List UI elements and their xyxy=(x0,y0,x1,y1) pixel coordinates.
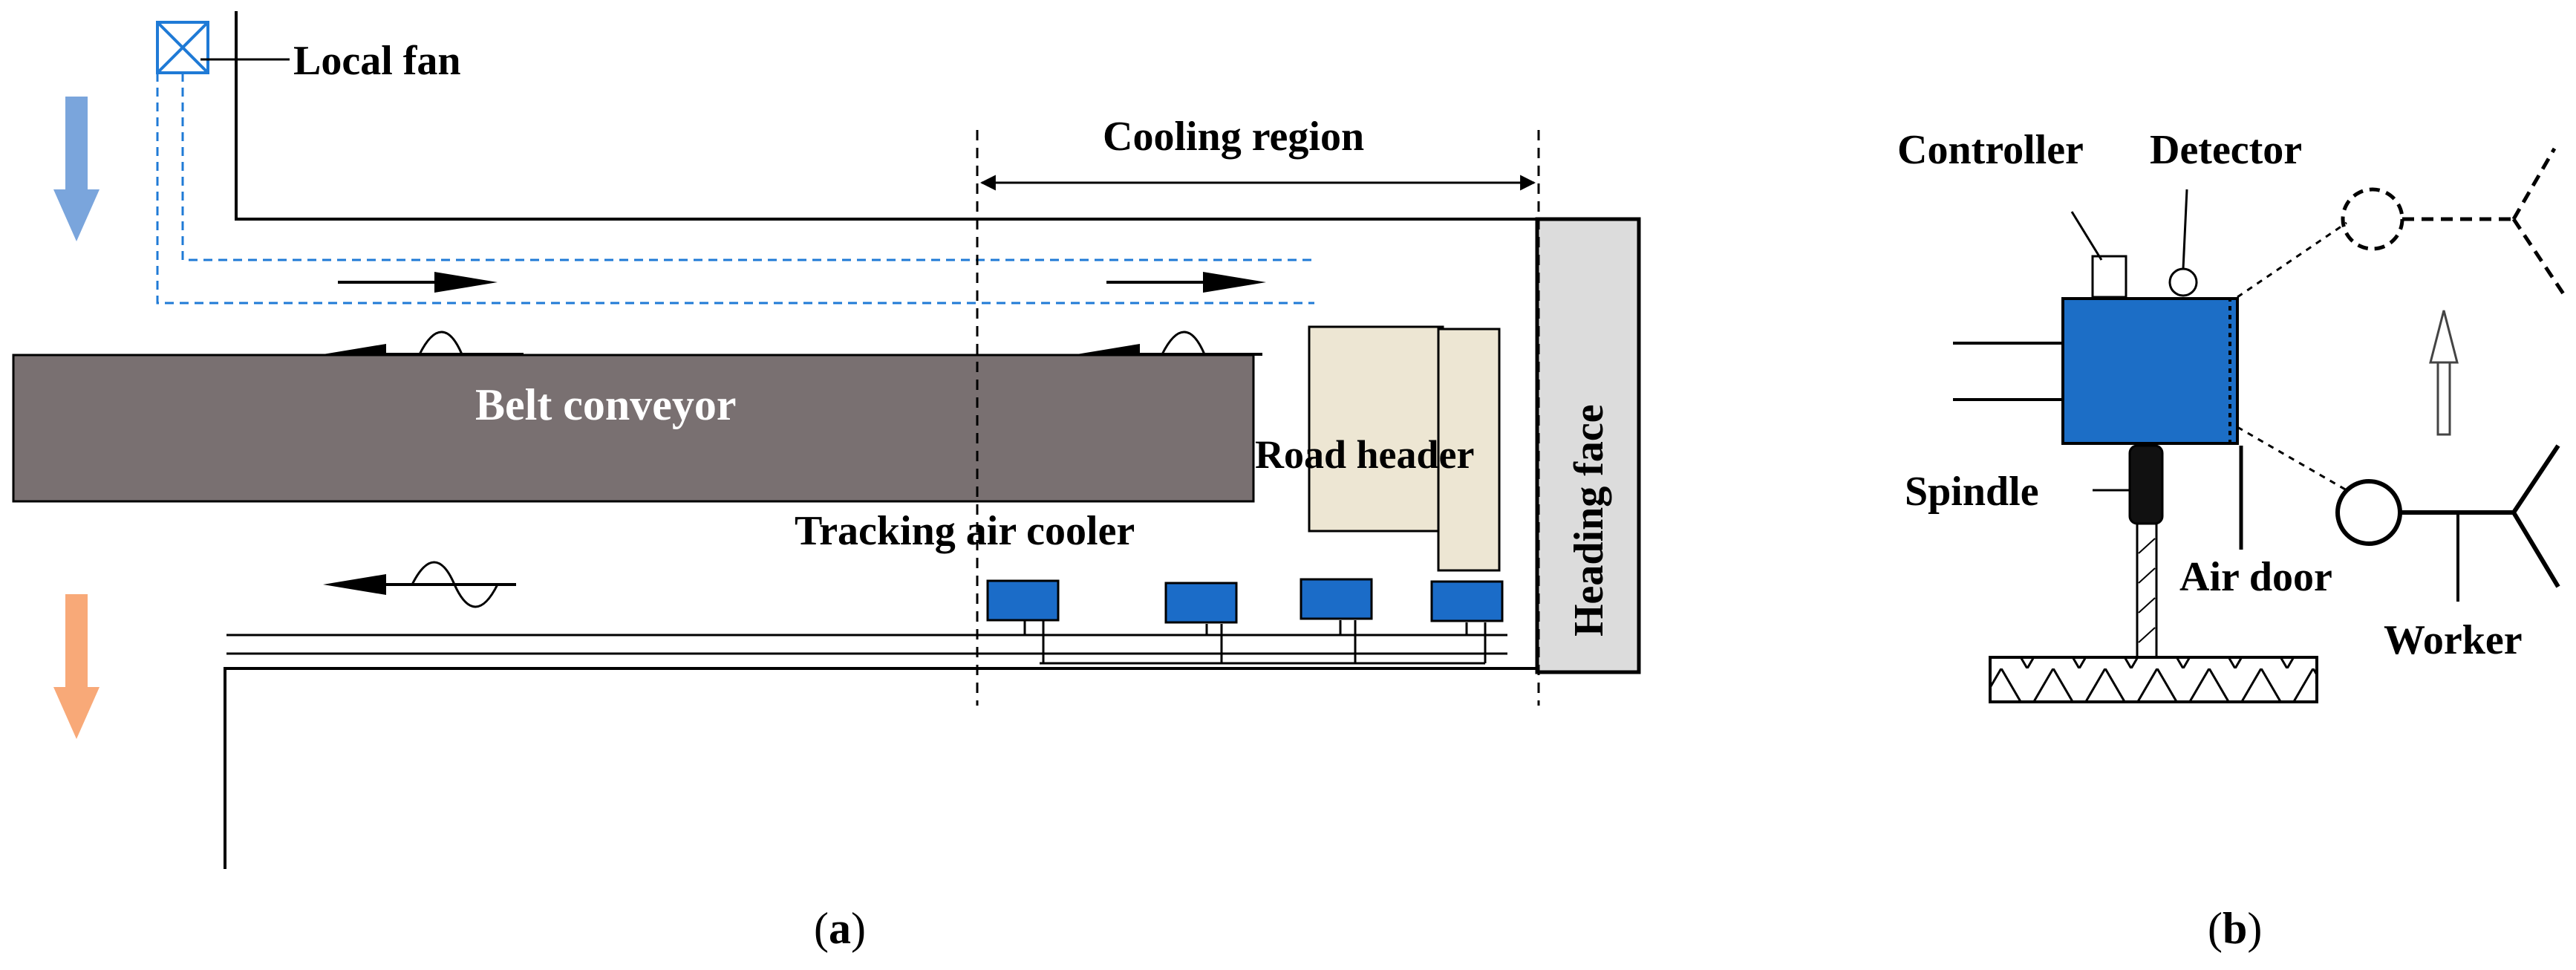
controller-unit xyxy=(2061,297,2239,445)
tracking-air-cooler-2 xyxy=(1164,582,1238,624)
heading-face-label: Heading face xyxy=(1566,404,1612,637)
controller-box xyxy=(2091,255,2127,299)
belt-conveyor xyxy=(12,354,1255,503)
panel-b: Controller Detector Air door Spindle xyxy=(1897,127,2568,953)
local-fan-label: Local fan xyxy=(293,38,461,84)
duct-airflow-arrow-icon xyxy=(1106,272,1266,293)
spindle-rod-hatch xyxy=(2138,538,2156,643)
road-header xyxy=(1308,325,1501,572)
air-door-label: Air door xyxy=(2179,554,2332,600)
return-air-down-arrow-icon xyxy=(53,594,100,739)
worker-label: Worker xyxy=(2384,617,2523,663)
worker-future-position-icon xyxy=(2341,147,2568,299)
caption-b: (b) xyxy=(2208,904,2262,953)
fresh-air-down-arrow-icon xyxy=(53,97,100,241)
detection-line-lower xyxy=(2237,426,2347,492)
local-fan-icon xyxy=(156,21,209,74)
controller-leader xyxy=(2070,211,2103,261)
worker-icon xyxy=(2335,444,2560,602)
road-header-label: Road header xyxy=(1255,432,1475,477)
base-plate xyxy=(1989,656,2318,703)
return-airflow-wave-arrow-icon xyxy=(323,561,516,608)
spindle-label: Spindle xyxy=(1905,469,2039,515)
detector-label: Detector xyxy=(2150,127,2302,173)
tunnel-lower-wall xyxy=(224,667,1537,869)
panel-a: Local fan xyxy=(12,11,1641,953)
caption-a: (a) xyxy=(814,904,866,953)
spindle-rod xyxy=(2136,522,2158,659)
detection-line-upper xyxy=(2237,221,2347,299)
tunnel-upper-wall xyxy=(235,11,1537,221)
heading-face xyxy=(1535,217,1641,674)
ventilation-duct xyxy=(156,73,1314,305)
worker-movement-up-arrow-icon xyxy=(2429,310,2459,436)
detector-icon xyxy=(2168,267,2198,297)
tracking-air-cooler-4 xyxy=(1430,580,1504,622)
belt-conveyor-label: Belt conveyor xyxy=(475,380,737,429)
cooling-pipes xyxy=(226,620,1507,665)
tracking-air-cooler-1 xyxy=(986,579,1060,622)
tracking-air-cooler-3 xyxy=(1300,578,1373,620)
controller-label: Controller xyxy=(1897,127,2084,173)
cooling-region-label: Cooling region xyxy=(1103,114,1364,160)
duct-airflow-arrow-icon xyxy=(338,272,498,293)
tracking-air-cooler-label: Tracking air cooler xyxy=(795,508,1135,554)
detector-leader xyxy=(2182,189,2188,270)
spindle xyxy=(2128,444,2164,525)
